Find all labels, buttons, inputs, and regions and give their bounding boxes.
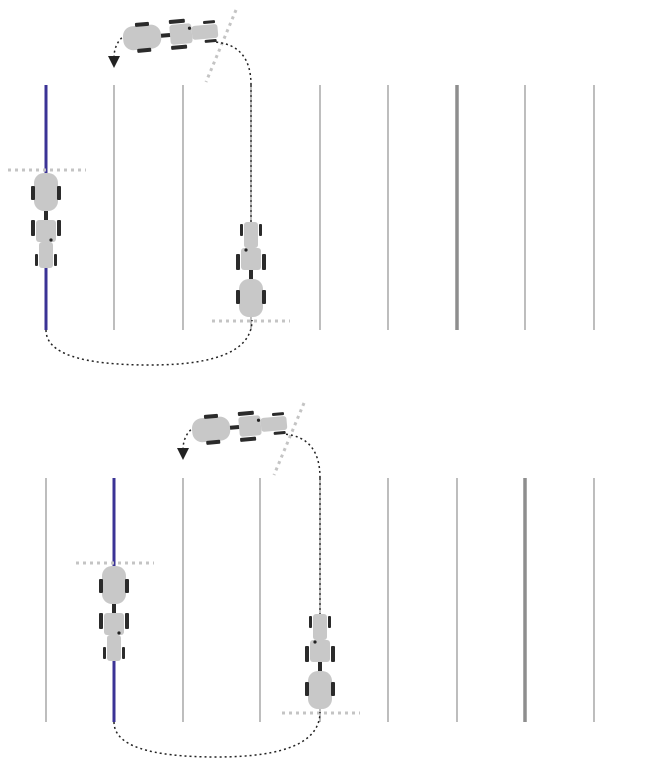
turn-path xyxy=(182,423,200,451)
turn-path xyxy=(283,433,321,479)
arrowhead-down-icon xyxy=(177,448,189,460)
turn-path xyxy=(113,31,131,59)
headland-marker xyxy=(272,402,306,476)
arrowhead-down-icon xyxy=(108,56,120,68)
tractor-with-implement-icon xyxy=(236,222,266,317)
bottom-panel xyxy=(45,402,595,758)
tractor-with-implement-icon xyxy=(305,614,335,709)
tractor-with-implement-icon xyxy=(122,18,219,53)
turn-path xyxy=(45,319,253,366)
tractor-with-implement-icon xyxy=(191,410,288,445)
headland-marker xyxy=(204,9,238,83)
turn-path xyxy=(113,711,321,758)
top-panel xyxy=(8,9,595,366)
turn-path xyxy=(214,41,252,86)
field-rows xyxy=(44,85,595,330)
tractor-with-implement-icon xyxy=(99,566,129,661)
tractor-with-implement-icon xyxy=(31,173,61,268)
